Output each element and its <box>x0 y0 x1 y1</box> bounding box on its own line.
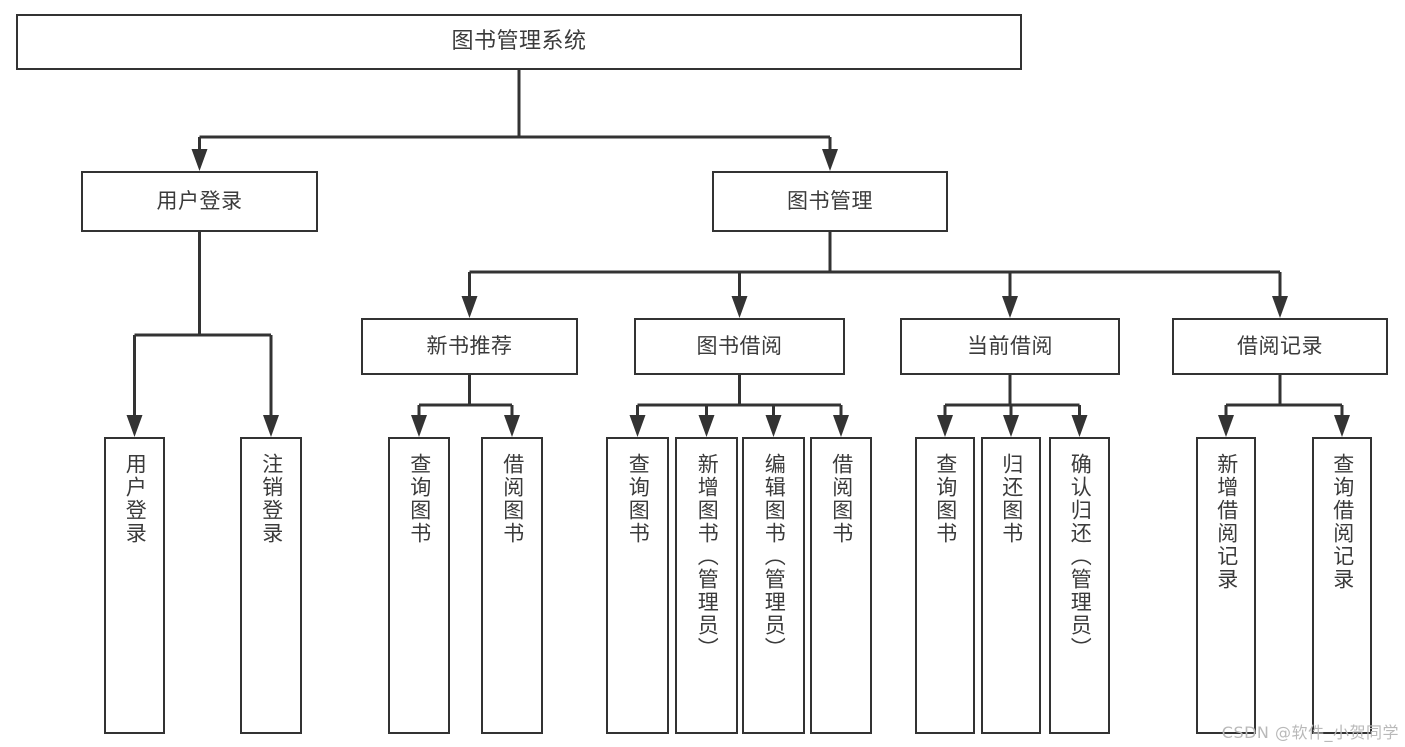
node-leaf-logout[interactable]: 注销登录 <box>240 437 302 734</box>
node-leaf-borrow-book-2[interactable]: 借阅图书 <box>810 437 872 734</box>
node-leaf-confirm-return[interactable]: 确认归还（管理员） <box>1049 437 1110 734</box>
node-label: 新书推荐 <box>426 333 513 358</box>
node-current[interactable]: 当前借阅 <box>900 318 1120 375</box>
node-leaf-add-book[interactable]: 新增图书（管理员） <box>675 437 738 734</box>
node-label: 新增图书（管理员） <box>695 453 720 660</box>
node-label: 图书借阅 <box>696 333 783 358</box>
node-newbook[interactable]: 新书推荐 <box>361 318 578 375</box>
node-label: 查询图书 <box>407 453 432 545</box>
node-leaf-borrow-book-1[interactable]: 借阅图书 <box>481 437 543 734</box>
node-leaf-edit-book[interactable]: 编辑图书（管理员） <box>742 437 805 734</box>
node-leaf-query-book-1[interactable]: 查询图书 <box>388 437 450 734</box>
node-label: 用户登录 <box>123 453 148 545</box>
edge-arrowhead-icon <box>822 149 838 171</box>
node-label: 借阅图书 <box>829 453 854 545</box>
node-label: 查询图书 <box>626 453 651 545</box>
node-leaf-query-record[interactable]: 查询借阅记录 <box>1312 437 1372 734</box>
edge-arrowhead-icon <box>629 415 646 437</box>
edge-arrowhead-icon <box>1334 415 1350 437</box>
node-leaf-add-record[interactable]: 新增借阅记录 <box>1196 437 1256 734</box>
node-records[interactable]: 借阅记录 <box>1172 318 1388 375</box>
edge-arrowhead-icon <box>937 415 953 437</box>
edge-arrowhead-icon <box>191 149 208 171</box>
edge-arrowhead-icon <box>1071 415 1088 437</box>
node-label: 图书管理 <box>787 188 873 213</box>
edge-arrowhead-icon <box>1272 296 1288 318</box>
edge-arrowhead-icon <box>263 415 279 437</box>
node-leaf-user-login[interactable]: 用户登录 <box>104 437 165 734</box>
edge-arrowhead-icon <box>461 296 478 318</box>
node-label: 编辑图书（管理员） <box>762 453 787 660</box>
node-label: 归还图书 <box>999 453 1024 545</box>
edge-arrowhead-icon <box>833 415 849 437</box>
node-label: 借阅图书 <box>500 453 525 545</box>
node-label: 查询图书 <box>933 453 958 545</box>
edge-arrowhead-icon <box>698 415 715 437</box>
node-label: 用户登录 <box>156 188 243 213</box>
node-label: 借阅记录 <box>1237 333 1323 358</box>
node-label: 确认归还（管理员） <box>1068 453 1093 660</box>
watermark: CSDN @软件_小贺同学 <box>1221 723 1399 742</box>
node-leaf-query-book-3[interactable]: 查询图书 <box>915 437 975 734</box>
edge-arrowhead-icon <box>1002 296 1018 318</box>
edge-arrowhead-icon <box>731 296 748 318</box>
edge-arrowhead-icon <box>504 415 520 437</box>
edge-arrowhead-icon <box>1003 415 1019 437</box>
node-label: 当前借阅 <box>967 333 1053 358</box>
edge-arrowhead-icon <box>1218 415 1234 437</box>
node-label: 新增借阅记录 <box>1214 453 1239 591</box>
edge-arrowhead-icon <box>411 415 427 437</box>
node-login[interactable]: 用户登录 <box>81 171 318 232</box>
node-leaf-return-book[interactable]: 归还图书 <box>981 437 1041 734</box>
edge-arrowhead-icon <box>765 415 782 437</box>
edge-arrowhead-icon <box>126 415 143 437</box>
node-root[interactable]: 图书管理系统 <box>16 14 1022 70</box>
node-label: 图书管理系统 <box>451 28 587 54</box>
node-label: 注销登录 <box>259 453 284 545</box>
node-borrow[interactable]: 图书借阅 <box>634 318 845 375</box>
node-bookmgmt[interactable]: 图书管理 <box>712 171 948 232</box>
node-leaf-query-book-2[interactable]: 查询图书 <box>606 437 669 734</box>
node-label: 查询借阅记录 <box>1330 453 1355 591</box>
